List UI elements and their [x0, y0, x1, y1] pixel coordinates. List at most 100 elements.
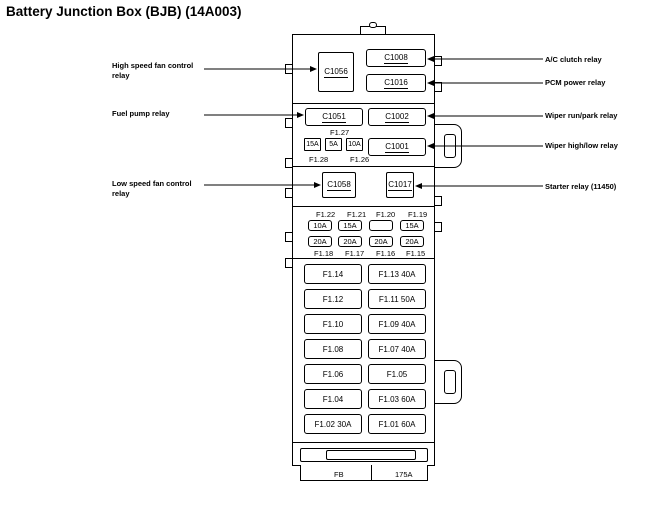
callout-high-speed-fan: High speed fan control relay	[112, 61, 194, 80]
callout-ac-clutch: A/C clutch relay	[545, 55, 602, 64]
relay-c1002: C1002	[368, 108, 426, 126]
fuse-label: F1.18	[314, 249, 334, 258]
maxi-fuse-label: F1.12	[322, 294, 344, 304]
mini-fuse-amp: 10A	[313, 221, 327, 230]
maxi-fuse: F1.04	[304, 389, 362, 409]
maxi-fuse: F1.14	[304, 264, 362, 284]
maxi-fuse-label: F1.06	[322, 369, 344, 379]
diagram-title: Battery Junction Box (BJB) (14A003)	[6, 4, 242, 19]
mini-fuse: 20A	[308, 236, 332, 247]
mini-fuse: 20A	[400, 236, 424, 247]
bottom-foot-divider	[371, 465, 372, 481]
maxi-fuse-label: F1.05	[386, 369, 408, 379]
section-divider	[293, 442, 434, 443]
section-divider	[293, 166, 434, 167]
right-clip	[434, 56, 442, 66]
maxi-fuse: F1.12	[304, 289, 362, 309]
relay-c1056-label: C1056	[324, 66, 348, 78]
right-latch-inner	[444, 370, 456, 394]
mini-fuse-amp: 20A	[405, 237, 419, 246]
relay-c1008: C1008	[366, 49, 426, 67]
relay-c1051-label: C1051	[322, 111, 346, 123]
fb-fuse-body	[326, 450, 416, 460]
maxi-fuse-label: F1.01 60A	[378, 419, 416, 429]
left-clip	[285, 188, 293, 198]
relay-c1016: C1016	[366, 74, 426, 92]
maxi-fuse-label: F1.10	[322, 319, 344, 329]
maxi-fuse-label: F1.02 30A	[314, 419, 352, 429]
mini-fuse: 15A	[400, 220, 424, 231]
mini-fuse-amp: 20A	[343, 237, 357, 246]
fuse-label-f126: F1.26	[350, 155, 370, 164]
maxi-fuse: F1.10	[304, 314, 362, 334]
fb-amp-label: 175A	[395, 470, 413, 479]
maxi-fuse: F1.02 30A	[304, 414, 362, 434]
maxi-fuse: F1.07 40A	[368, 339, 426, 359]
maxi-fuse-label: F1.11 50A	[378, 294, 416, 304]
fuse-f127: 5A	[325, 138, 342, 151]
fuse-f128: 15A	[304, 138, 321, 151]
callout-fuel-pump: Fuel pump relay	[112, 109, 170, 118]
fuse-label: F1.22	[316, 210, 336, 219]
mini-fuse-amp: 20A	[313, 237, 327, 246]
mini-fuse: 15A	[338, 220, 362, 231]
left-clip	[285, 158, 293, 168]
fuse-label-f127: F1.27	[330, 128, 350, 137]
fuse-label: F1.21	[347, 210, 367, 219]
section-divider	[293, 258, 434, 259]
callout-wiper-high-low: Wiper high/low relay	[545, 141, 618, 150]
maxi-fuse-label: F1.13 40A	[378, 269, 416, 279]
right-clip	[434, 222, 442, 232]
maxi-fuse: F1.13 40A	[368, 264, 426, 284]
maxi-fuse-label: F1.03 60A	[378, 394, 416, 404]
relay-c1017: C1017	[386, 172, 414, 198]
relay-c1002-label: C1002	[385, 111, 409, 123]
fuse-label: F1.17	[345, 249, 365, 258]
left-clip	[285, 118, 293, 128]
fb-label: FB	[334, 470, 344, 479]
section-divider	[293, 206, 434, 207]
maxi-fuse: F1.05	[368, 364, 426, 384]
fuse-f128-amp: 15A	[306, 141, 319, 148]
callout-wiper-run-park: Wiper run/park relay	[545, 111, 618, 120]
relay-c1051: C1051	[305, 108, 363, 126]
mini-fuse: 20A	[369, 236, 393, 247]
mini-fuse-amp: 15A	[343, 221, 357, 230]
fuse-label: F1.15	[406, 249, 426, 258]
maxi-fuse: F1.01 60A	[368, 414, 426, 434]
maxi-fuse: F1.11 50A	[368, 289, 426, 309]
mini-fuse-amp: 20A	[374, 237, 388, 246]
relay-c1058-label: C1058	[327, 179, 351, 191]
maxi-fuse-label: F1.04	[322, 394, 344, 404]
fuse-label: F1.20	[376, 210, 396, 219]
callout-low-speed-fan: Low speed fan control relay	[112, 179, 192, 198]
section-divider	[293, 103, 434, 104]
callout-pcm-power: PCM power relay	[545, 78, 606, 87]
bottom-foot	[300, 465, 428, 481]
left-clip	[285, 258, 293, 268]
maxi-fuse-label: F1.14	[322, 269, 344, 279]
mini-fuse-empty	[369, 220, 393, 231]
relay-c1001-label: C1001	[385, 141, 409, 153]
maxi-fuse-label: F1.07 40A	[378, 344, 416, 354]
maxi-fuse: F1.03 60A	[368, 389, 426, 409]
maxi-fuse: F1.06	[304, 364, 362, 384]
maxi-fuse: F1.09 40A	[368, 314, 426, 334]
fuse-label: F1.19	[408, 210, 428, 219]
mini-fuse-amp: 15A	[405, 221, 419, 230]
fuse-label-f128: F1.28	[309, 155, 329, 164]
relay-c1001: C1001	[368, 138, 426, 156]
relay-c1056: C1056	[318, 52, 354, 92]
maxi-fuse-label: F1.08	[322, 344, 344, 354]
relay-c1017-label: C1017	[388, 179, 412, 191]
mini-fuse: 10A	[308, 220, 332, 231]
relay-c1008-label: C1008	[384, 52, 408, 64]
fuse-f126: 10A	[346, 138, 363, 151]
callout-starter: Starter relay (11450)	[545, 182, 617, 191]
fuse-f126-amp: 10A	[348, 141, 361, 148]
left-clip	[285, 232, 293, 242]
fuse-f127-amp: 5A	[329, 141, 338, 148]
mini-fuse: 20A	[338, 236, 362, 247]
relay-c1058: C1058	[322, 172, 356, 198]
